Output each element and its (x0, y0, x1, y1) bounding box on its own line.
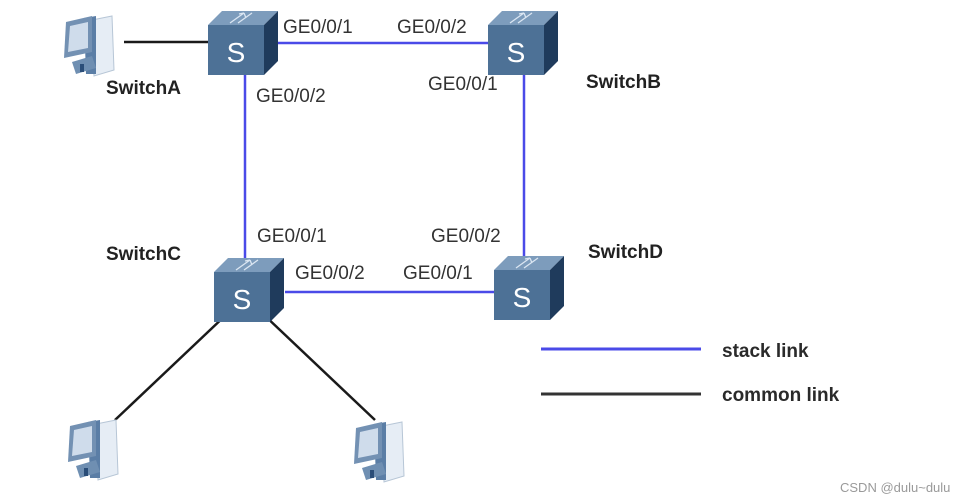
pc-a[interactable] (63, 15, 115, 77)
port-label-a-right: GE0/0/1 (283, 17, 353, 38)
pc-c1[interactable] (67, 419, 119, 481)
watermark: CSDN @dulu~dulu (840, 480, 950, 495)
switch-icon (487, 10, 559, 76)
switch-b-label: SwitchB (586, 72, 661, 93)
port-label-b-down: GE0/0/1 (428, 74, 498, 95)
pc-c2[interactable] (353, 421, 405, 483)
common-link-switch-c-pc-c1 (114, 312, 229, 421)
switch-b[interactable] (487, 10, 559, 76)
switch-a-label: SwitchA (106, 78, 181, 99)
port-label-d-left: GE0/0/1 (403, 263, 473, 284)
port-label-d-up: GE0/0/2 (431, 226, 501, 247)
switch-d[interactable] (493, 255, 565, 321)
port-label-a-down: GE0/0/2 (256, 86, 326, 107)
switch-c[interactable] (213, 257, 285, 323)
port-label-b-left: GE0/0/2 (397, 17, 467, 38)
switch-icon (213, 257, 285, 323)
port-label-c-right: GE0/0/2 (295, 263, 365, 284)
switch-a[interactable] (207, 10, 279, 76)
port-label-c-up: GE0/0/1 (257, 226, 327, 247)
legend-stack-link-label: stack link (722, 341, 809, 362)
legend-common-link-label: common link (722, 385, 840, 406)
switch-icon (493, 255, 565, 321)
pc-icon (353, 421, 405, 483)
common-link-switch-c-pc-c2 (261, 312, 376, 421)
switch-d-label: SwitchD (588, 242, 663, 263)
stack-links (243, 41, 526, 294)
legend: stack link common link (541, 341, 840, 406)
switch-c-label: SwitchC (106, 244, 181, 265)
switch-icon (207, 10, 279, 76)
pc-icon (63, 15, 115, 77)
pc-icon (67, 419, 119, 481)
common-links (114, 40, 376, 421)
